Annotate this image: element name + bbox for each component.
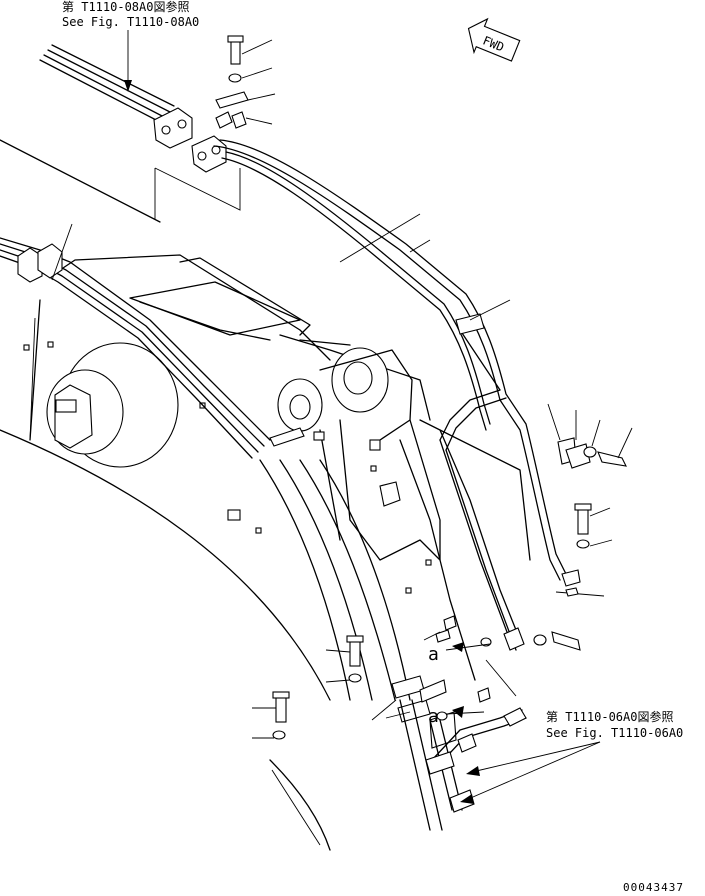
lower-clamp-parts: [252, 615, 527, 846]
fwd-arrow-icon: FWD: [467, 17, 521, 62]
upper-hoses: [39, 35, 276, 173]
bottom-reference-jp: 第 T1110-06A0図参照: [546, 709, 673, 724]
detail-mark-a-upper: a: [428, 642, 491, 665]
top-reference-en: See Fig. T1110-08A0: [62, 15, 199, 29]
top-reference-jp: 第 T1110-08A0図参照: [62, 0, 189, 14]
boom-structure: [0, 139, 531, 851]
detail-mark-a-lower: a: [428, 659, 517, 727]
bottom-reference: 第 T1110-06A0図参照 See Fig. T1110-06A0: [460, 709, 683, 804]
reference-box-top: [154, 167, 241, 220]
detail-mark-a-upper-label: a: [428, 644, 439, 665]
detail-mark-a-lower-label: a: [428, 706, 439, 727]
right-tubes: [213, 139, 605, 651]
top-reference: 第 T1110-08A0図参照 See Fig. T1110-08A0: [62, 0, 199, 92]
right-clamp-parts: [480, 403, 633, 651]
drawing-id: 00043437: [623, 881, 684, 894]
left-hoses: [0, 223, 325, 459]
bottom-reference-en: See Fig. T1110-06A0: [546, 726, 683, 740]
